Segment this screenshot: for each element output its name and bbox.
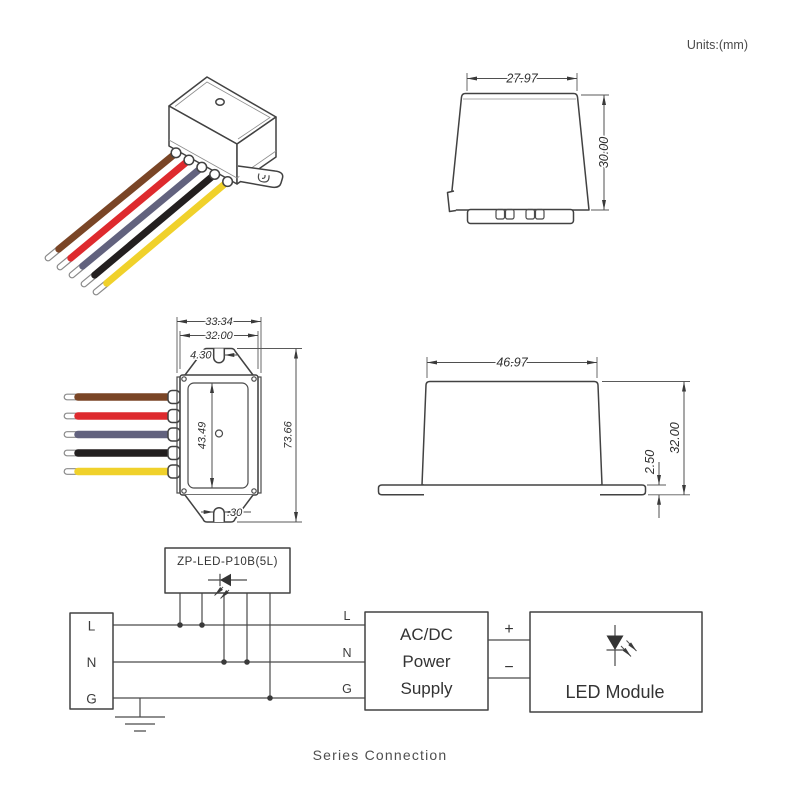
flange-dim: 2.50 <box>643 450 657 475</box>
psu-input-n: N <box>342 646 351 660</box>
top-dims-width: 33.34 32.00 <box>176 315 262 373</box>
ground-icon <box>115 698 165 732</box>
inner-length-dim: 43.49 <box>197 422 209 450</box>
led-module-box: LED Module <box>529 611 703 713</box>
psu-name-line3: Supply <box>401 679 453 698</box>
front-dim-height: 30.00 <box>581 94 613 211</box>
base-clips <box>495 208 545 220</box>
right-flange <box>600 484 647 496</box>
side-width-dim: 46.97 <box>496 356 528 370</box>
wire-black <box>91 170 219 279</box>
side-dim-height: 32.00 <box>602 381 690 496</box>
top-slot-dim: 4.30 <box>190 350 212 362</box>
sensor-label: ZP-LED-P10B(5L) <box>177 556 278 568</box>
top-dim-inner-length: 43.49 <box>195 383 214 488</box>
top-hole <box>215 98 225 106</box>
top-body: 43.49 <box>176 374 262 496</box>
top-wires <box>63 389 181 479</box>
center-hole <box>214 429 224 438</box>
left-flange <box>377 484 424 496</box>
psu-input-labels: L N G <box>342 609 352 696</box>
terminal-box: L N G <box>69 612 114 710</box>
terminal-g: G <box>86 692 97 707</box>
side-view: 46.97 32.00 2.50 <box>377 354 690 518</box>
output-minus: − <box>504 659 513 676</box>
top-view: 33.34 32.00 4.30 <box>63 315 302 523</box>
psu-input-g: G <box>342 682 352 696</box>
inner-cover <box>187 382 249 489</box>
top-outer-width-dim: 33.34 <box>205 316 233 328</box>
top-tab: 4.30 <box>184 347 254 376</box>
side-height-dim: 32.00 <box>668 422 682 453</box>
bottom-slot <box>212 507 226 522</box>
psu-name-line2: Power <box>402 652 451 671</box>
wire-grommets <box>170 147 234 188</box>
flange-hook <box>257 173 270 183</box>
wire-gray <box>79 163 206 270</box>
wire-red <box>67 156 193 262</box>
wire-yellow <box>103 178 232 287</box>
isometric-view <box>44 76 284 296</box>
top-dim-overall: 73.66 <box>237 348 302 523</box>
terminal-n: N <box>87 655 97 670</box>
photocontrol-box: ZP-LED-P10B(5L) <box>164 547 291 701</box>
terminal-l: L <box>88 619 96 634</box>
side-hook <box>446 190 457 213</box>
iso-module-body <box>168 76 284 189</box>
front-body <box>446 92 590 225</box>
top-body-width-dim: 32.00 <box>205 330 233 342</box>
mounting-flange <box>237 165 284 189</box>
wire-grommets <box>167 389 181 479</box>
front-width-dim: 27.97 <box>505 72 538 86</box>
front-view: 27.97 30.00 <box>446 70 613 225</box>
front-height-dim: 30.00 <box>597 137 611 168</box>
mains-wires <box>113 624 365 699</box>
led-module-label: LED Module <box>565 682 664 702</box>
psu-name-line1: AC/DC <box>400 625 453 644</box>
dc-output-wires: + − <box>488 621 530 679</box>
wire-brown <box>55 149 180 253</box>
bottom-tab: .30 <box>184 494 254 523</box>
caption: Series Connection <box>312 747 448 763</box>
bottom-slot-dim: .30 <box>227 507 243 519</box>
top-slot <box>212 348 226 364</box>
units-label: Units:(mm) <box>686 38 748 52</box>
side-dim-width: 46.97 <box>426 354 598 378</box>
iso-wires <box>44 147 234 296</box>
front-dim-width: 27.97 <box>466 70 578 91</box>
overall-length-dim: 73.66 <box>283 420 295 448</box>
led-icon <box>606 625 637 666</box>
base-plate <box>466 208 575 225</box>
wiring-schematic: L N G ZP-LED-P10B(5L) <box>69 547 703 732</box>
psu-box: AC/DC Power Supply <box>364 611 489 711</box>
psu-input-l: L <box>344 609 351 623</box>
side-dim-flange: 2.50 <box>642 448 666 518</box>
photodiode-icon <box>208 573 247 599</box>
side-body <box>377 380 647 496</box>
output-plus: + <box>504 621 513 638</box>
